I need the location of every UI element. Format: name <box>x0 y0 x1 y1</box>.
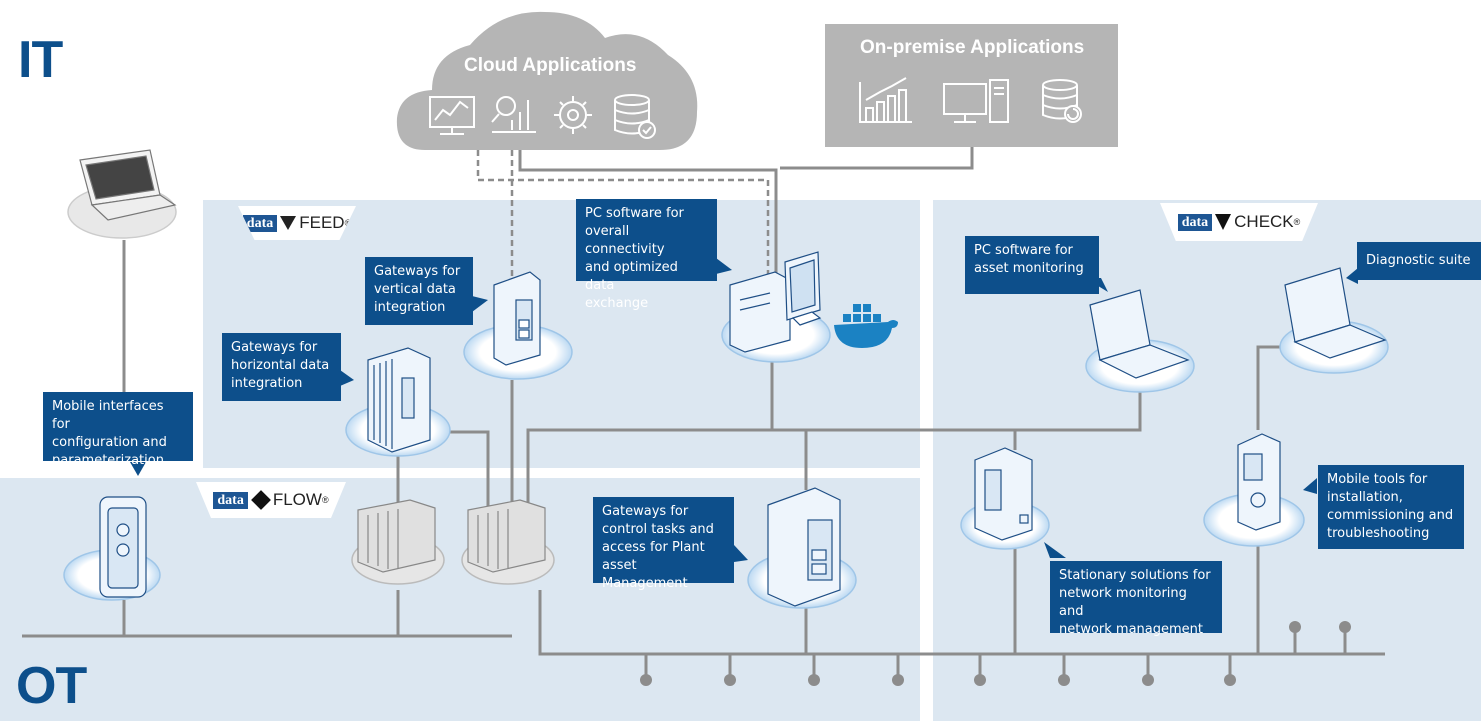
network-nodes <box>640 621 1351 686</box>
cloud-dashed-links <box>476 150 770 278</box>
cloud-title: Cloud Applications <box>464 55 637 76</box>
magnifier-chart-icon <box>491 96 536 133</box>
brand-check-mark-icon <box>1215 214 1232 230</box>
brand-datacheck: data CHECK ® <box>1160 203 1318 241</box>
brand-flow-name: FLOW <box>272 490 322 509</box>
brand-feed-mark-icon <box>280 216 297 230</box>
mobile-tool-icon <box>1237 433 1281 531</box>
stationary-monitor-icon <box>974 447 1033 541</box>
brand-datafeed: data FEED ® <box>238 206 356 240</box>
brand-dataflow: data FLOW ® <box>196 482 346 518</box>
gear-network-icon <box>554 96 592 134</box>
brand-flow-prefix: data <box>213 491 248 509</box>
brand-flow-mark-icon <box>250 490 271 510</box>
rack-module-left-icon <box>357 499 436 573</box>
gateway-control-icon <box>767 487 841 607</box>
brand-check-prefix: data <box>1177 213 1213 231</box>
onpremise-title: On-premise Applications <box>860 37 1085 58</box>
desktop-computer-icon <box>943 79 1009 123</box>
monitor-chart-icon <box>429 96 475 135</box>
database-refresh-icon <box>1042 79 1082 123</box>
brand-feed-prefix: data <box>242 214 278 232</box>
mobile-interface-icon <box>99 496 147 598</box>
rack-module-right-icon <box>467 499 546 573</box>
brand-check-name: CHECK <box>1234 212 1294 231</box>
onpremise-box <box>825 24 1118 147</box>
brand-flow-registered: ® <box>321 495 329 505</box>
brand-check-registered: ® <box>1293 217 1301 227</box>
gateway-horizontal-icon <box>367 347 431 453</box>
laptop-asset-monitoring-icon <box>1089 289 1190 379</box>
callout-pointers <box>130 258 1358 562</box>
it-label: IT <box>18 31 63 89</box>
pc-workstation-icon <box>729 251 822 353</box>
laptop-diagnostic-icon <box>1284 267 1387 359</box>
docker-icon <box>834 304 898 348</box>
callout-diagnostic-suite: Diagnostic suite <box>1357 242 1481 280</box>
cloud-shape <box>396 11 698 150</box>
laptop-it-icon <box>79 149 177 221</box>
bar-chart-icon <box>859 77 912 123</box>
gateway-vertical-icon <box>493 271 541 366</box>
database-check-icon <box>614 94 656 139</box>
ot-label: OT <box>16 657 87 715</box>
brand-feed-name: FEED <box>299 213 345 232</box>
